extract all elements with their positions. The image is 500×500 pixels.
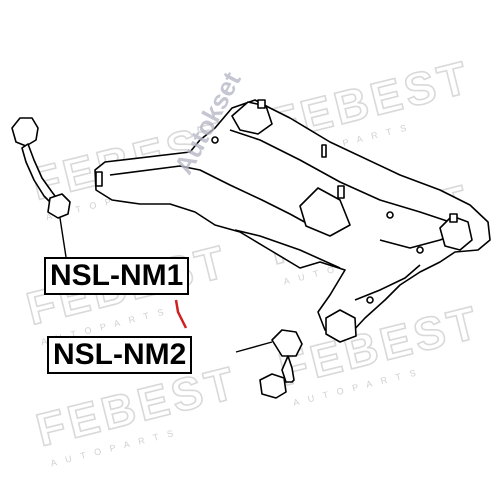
subframe-crossmember (94, 99, 491, 343)
part-label-nsl-nm2: NSL-NM2 (47, 336, 193, 374)
stamp-accent-mark (174, 299, 188, 329)
part-nsl-nm1-drawing (11, 117, 71, 258)
part-nsl-nm2-drawing (235, 329, 303, 399)
part-label-nsl-nm1: NSL-NM1 (44, 257, 190, 295)
